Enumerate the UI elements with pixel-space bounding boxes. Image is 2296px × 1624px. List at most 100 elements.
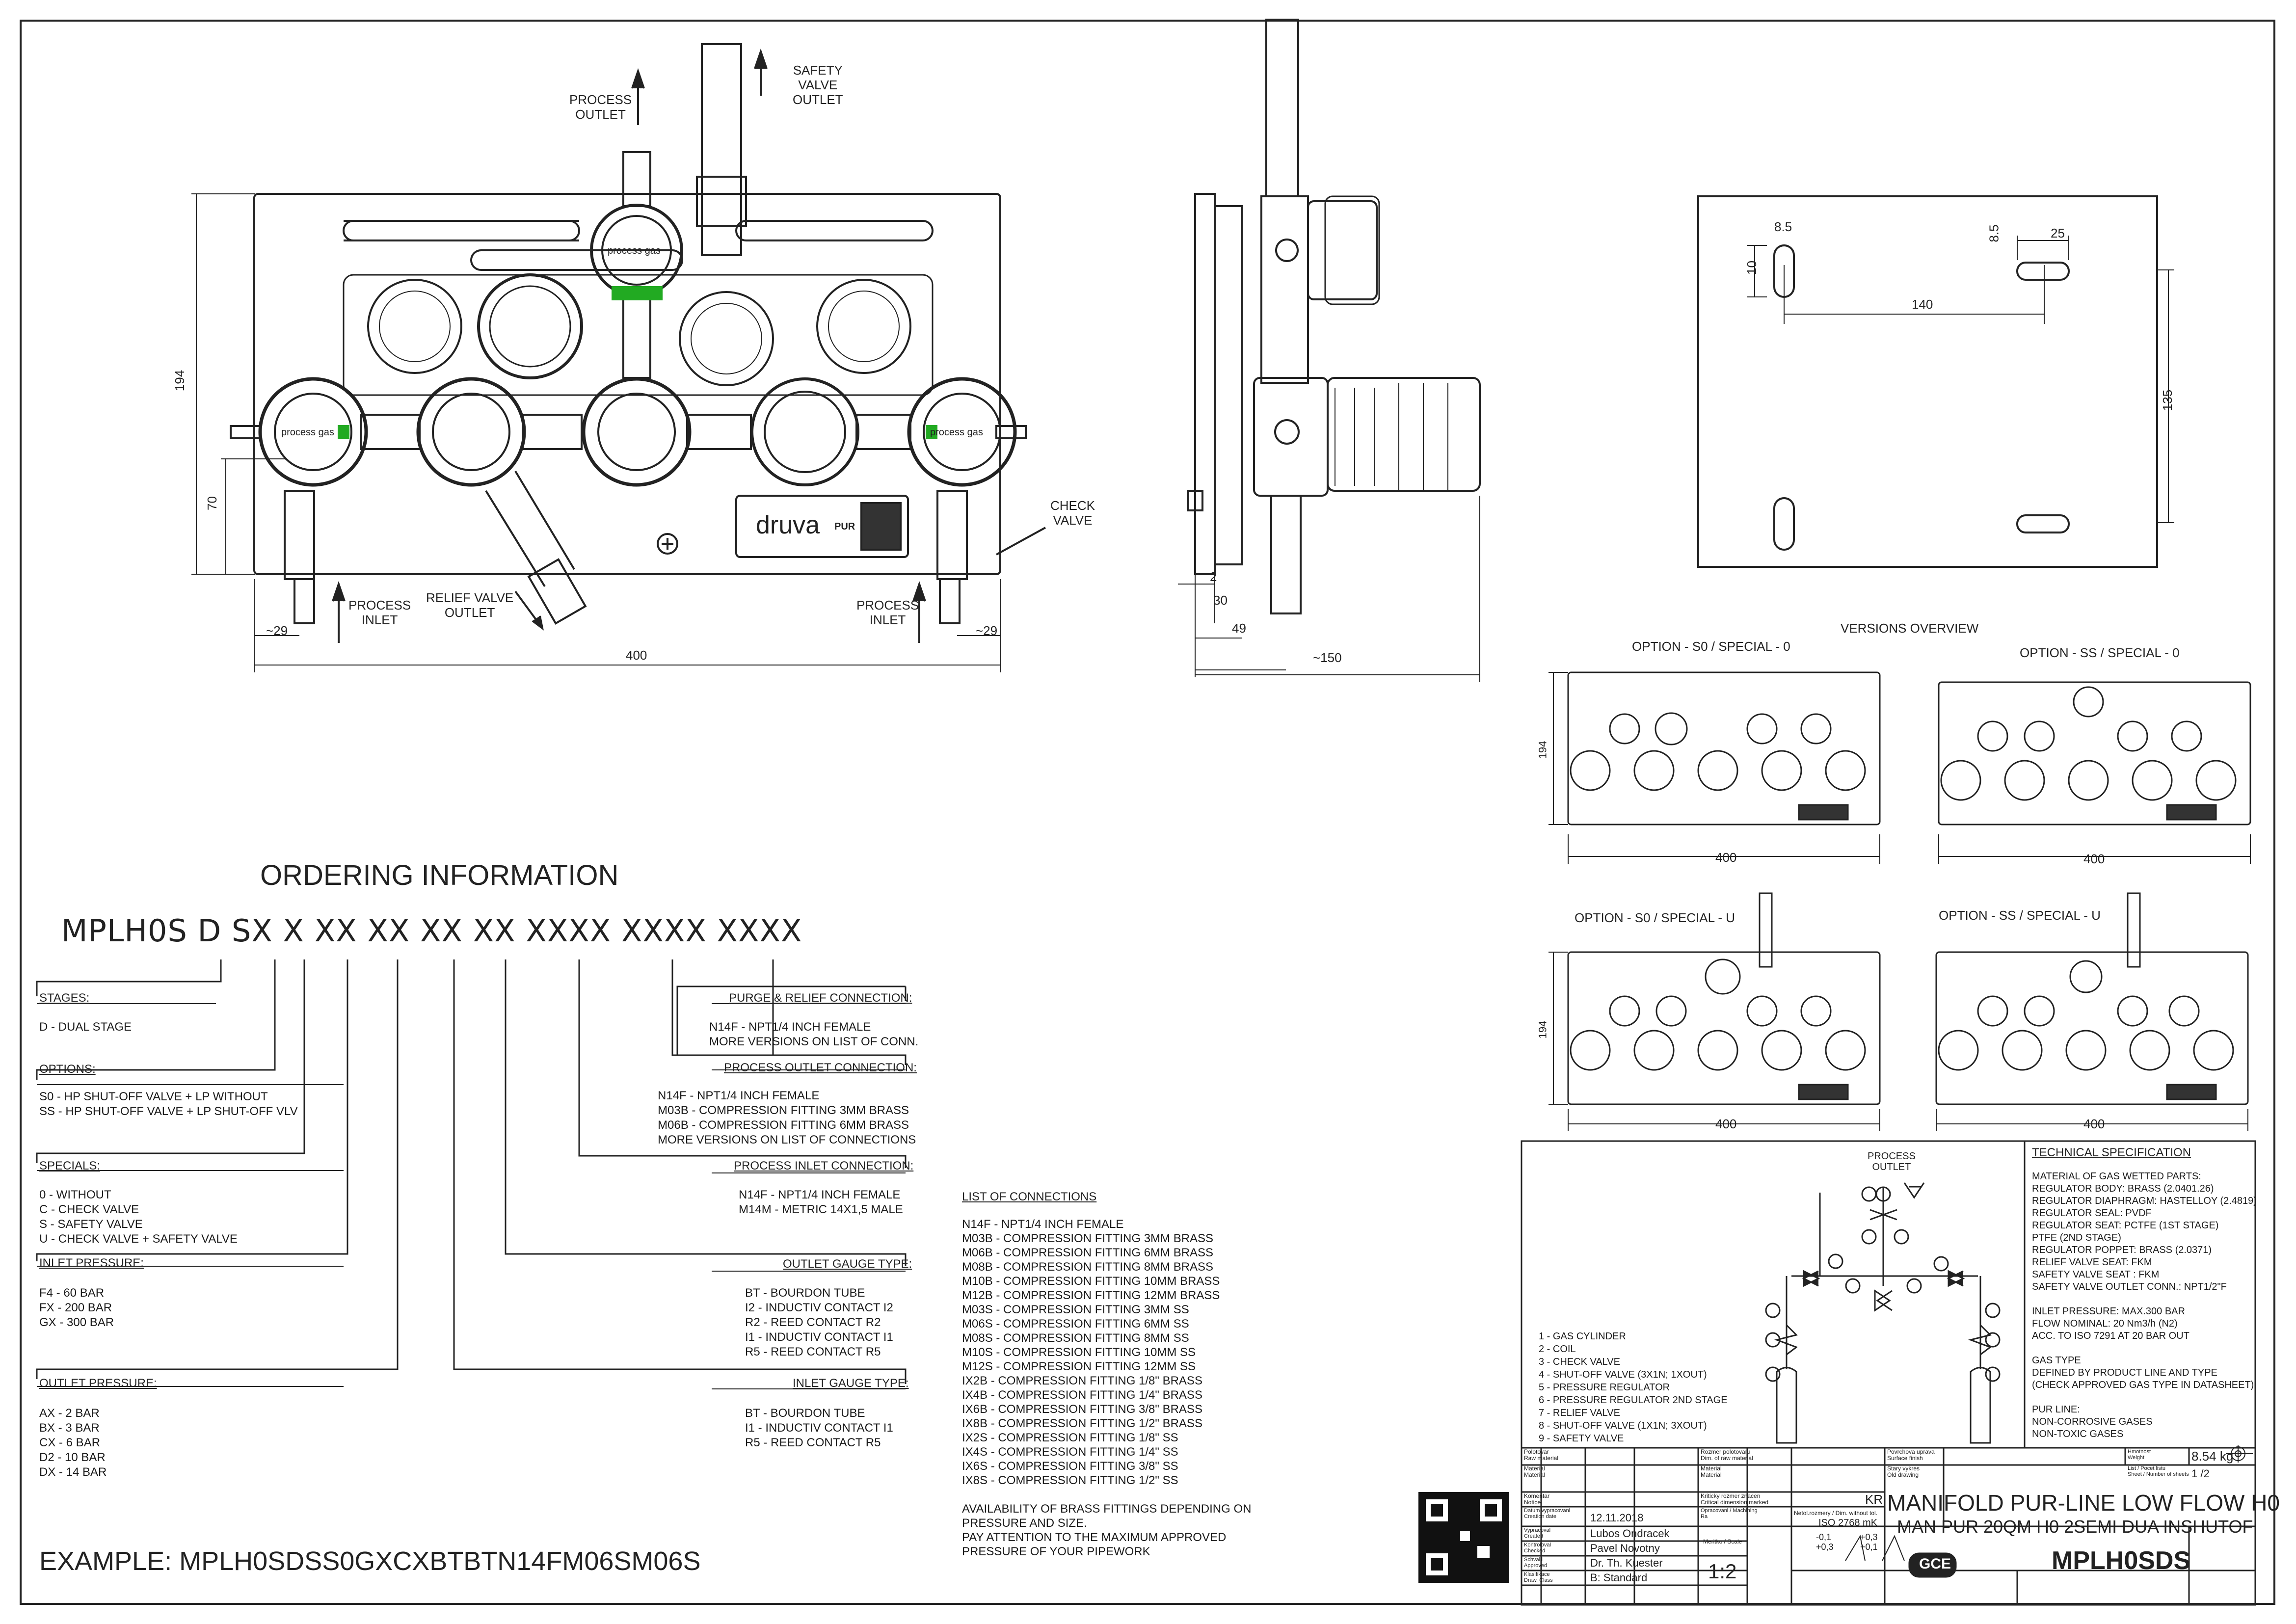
connections-heading: LIST OF CONNECTIONS: [962, 1190, 1097, 1203]
mini-components: [1570, 686, 2237, 1100]
label-process-outlet: PROCESS OUTLET: [569, 92, 632, 122]
back-dim-25: 25: [2051, 226, 2065, 240]
side-view: [1178, 19, 1481, 682]
label-process-inlet-left: PROCESS INLET: [348, 598, 411, 627]
purge-heading: PURGE & RELIEF CONNECTION:: [729, 991, 912, 1005]
options-list: S0 - HP SHUT-OFF VALVE + LP WITHOUT SS -…: [39, 1090, 298, 1118]
version-opt4: OPTION - SS / SPECIAL - U: [1939, 908, 2101, 923]
tb-weight: 8.54 kg: [2191, 1449, 2234, 1464]
poc-heading: PROCESS OUTLET CONNECTION:: [724, 1061, 917, 1074]
dim-400: 400: [626, 648, 647, 663]
back-dim-8-5-a: 8.5: [1774, 219, 1792, 234]
purge-list: N14F - NPT1/4 INCH FEMALE MORE VERSIONS …: [709, 1020, 919, 1048]
tb-drawing-number: MPLH0SDS: [2052, 1546, 2191, 1575]
tb-l2: Stary vykres Old drawing: [1887, 1465, 1920, 1478]
tb-l12: Klasifikace Draw. Class: [1524, 1571, 1553, 1583]
inlet-pressure-heading: INLET PRESSURE:: [39, 1256, 144, 1270]
brand-druva: druva: [756, 511, 820, 539]
example-code: EXAMPLE: MPLH0SDSS0GXCXBTBTN14FM06SM06S: [39, 1546, 701, 1576]
tb-l16: Hmotnost Weight: [2128, 1449, 2151, 1461]
back-dim-140: 140: [1912, 297, 1933, 312]
connections-list: N14F - NPT1/4 INCH FEMALE M03B - COMPRES…: [962, 1218, 1220, 1487]
schematic-legend: 1 - GAS CYLINDER 2 - COIL 3 - CHECK VALV…: [1539, 1331, 1728, 1444]
tb-kr: KR: [1865, 1492, 1883, 1507]
version-dim-194-b: 194: [1536, 1020, 1549, 1039]
label-process-inlet-right: PROCESS INLET: [856, 598, 919, 627]
tb-sheet: 1 /2: [2191, 1467, 2210, 1480]
tb-l9: Vypracoval Created: [1524, 1527, 1551, 1539]
tb-logo: GCE: [1919, 1556, 1951, 1572]
ordering-heading: ORDERING INFORMATION: [260, 859, 619, 891]
version-dim-400-a: 400: [1715, 850, 1737, 865]
tb-scale: 1:2: [1708, 1560, 1737, 1583]
options-heading: OPTIONS:: [39, 1063, 96, 1076]
outlet-pressure-heading: OUTLET PRESSURE:: [39, 1377, 157, 1390]
tb-drawn: Lubos Ondracek: [1590, 1527, 1670, 1540]
tech-body: MATERIAL OF GAS WETTED PARTS: REGULATOR …: [2032, 1171, 2257, 1439]
gauge-label-top: process gas: [608, 245, 661, 256]
back-view: [1697, 195, 2174, 568]
ordering-leaders: [36, 959, 907, 1389]
label-check-valve: CHECK VALVE: [1050, 498, 1095, 528]
specials-list: 0 - WITHOUT C - CHECK VALVE S - SAFETY V…: [39, 1188, 238, 1246]
tb-l14: Netol.rozmery / Dim. without tol.: [1794, 1510, 1878, 1517]
tb-l15: Meritko / Scale: [1703, 1538, 1742, 1545]
inlet-pressure-list: F4 - 60 BAR FX - 200 BAR GX - 300 BAR: [39, 1286, 114, 1329]
version-dim-194-a: 194: [1536, 741, 1549, 759]
pic-heading: PROCESS INLET CONNECTION:: [734, 1159, 914, 1172]
tb-l5b: Material Material: [1701, 1465, 1722, 1478]
versions-overview: [1548, 671, 2251, 1131]
tb-l7: Kriticky rozmer znacen Critical dimensio…: [1701, 1492, 1769, 1506]
dim-70: 70: [204, 496, 219, 510]
ordering-code: MPLH0S D SX X XX XX XX XX XXXX XXXX XXXX: [61, 913, 802, 949]
side-dim-150: ~150: [1313, 650, 1342, 665]
version-opt3: OPTION - S0 / SPECIAL - U: [1575, 910, 1735, 925]
side-dim-30: 30: [1213, 593, 1228, 608]
tb-l13: Opracovani / Machining Ra: [1701, 1508, 1758, 1519]
tb-checked: Pavel Novotny: [1590, 1542, 1660, 1554]
gauge-label-right: process gas: [930, 427, 983, 438]
tb-title1: MANIFOLD PUR-LINE LOW FLOW H0: [1887, 1490, 2280, 1516]
tb-l17: List / Pocet listu Sheet / Number of she…: [2128, 1465, 2189, 1477]
label-safety-valve-outlet: SAFETY VALVE OUTLET: [793, 63, 843, 107]
tb-tol2: +0,3 +0,1: [1860, 1532, 1878, 1552]
tb-l8: Datum vypracovani Creation date: [1524, 1508, 1571, 1519]
tb-standard: B: Standard: [1590, 1571, 1648, 1584]
outlet-pressure-list: AX - 2 BAR BX - 3 BAR CX - 6 BAR D2 - 10…: [39, 1407, 107, 1479]
version-dim-400-c: 400: [1715, 1117, 1737, 1131]
schematic-process-outlet: PROCESS OUTLET: [1868, 1151, 1916, 1172]
side-dim-49: 49: [1232, 621, 1246, 636]
tb-l11: Schvalil Approved: [1524, 1557, 1548, 1569]
tb-title2: MAN PUR 20QM H0 2SEMI DUA INSHUTOF: [1897, 1517, 2253, 1537]
back-dim-8-5-b: 8.5: [1986, 224, 2002, 242]
igt-heading: INLET GAUGE TYPE:: [793, 1377, 909, 1390]
gauge-label-left: process gas: [281, 427, 334, 438]
ogt-list: BT - BOURDON TUBE I2 - INDUCTIV CONTACT …: [745, 1286, 893, 1358]
tb-approved: Dr. Th. Kuester: [1590, 1557, 1663, 1569]
stages-list: D - DUAL STAGE: [39, 1020, 132, 1034]
connections-note: AVAILABILITY OF BRASS FITTINGS DEPENDING…: [962, 1502, 1252, 1558]
tb-iso: ISO 2768 mK: [1818, 1518, 1878, 1528]
version-dim-400-b: 400: [2083, 852, 2105, 866]
tb-l3: Polotovar Raw material: [1524, 1448, 1559, 1462]
side-dim-2: 2: [1210, 569, 1217, 584]
pic-list: N14F - NPT1/4 INCH FEMALE M14M - METRIC …: [739, 1188, 903, 1216]
stages-heading: STAGES:: [39, 991, 90, 1005]
dim-29-right: ~29: [976, 623, 998, 638]
tb-l4: Rozmer polotovaru Dim. of raw material: [1701, 1448, 1753, 1462]
dim-194: 194: [172, 370, 187, 392]
dim-29-left: ~29: [266, 623, 288, 638]
specials-heading: SPECIALS:: [39, 1159, 101, 1172]
tb-l10: Kontroloval Checked: [1524, 1542, 1551, 1554]
top-view: [191, 43, 1046, 672]
versions-title: VERSIONS OVERVIEW: [1841, 621, 1979, 636]
drawing-sheet: [20, 20, 2275, 1605]
tb-date: 12.11.2018: [1590, 1512, 1644, 1524]
tb-l1: Povrchova uprava Surface finish: [1887, 1448, 1935, 1462]
back-dim-135: 135: [2160, 389, 2175, 411]
poc-list: N14F - NPT1/4 INCH FEMALE M03B - COMPRES…: [658, 1089, 916, 1146]
tb-l6: Komentar Notice: [1524, 1492, 1550, 1506]
title-block-frame: [1418, 1140, 2256, 1606]
label-relief-valve-outlet: RELIEF VALVE OUTLET: [426, 590, 514, 620]
back-dim-10: 10: [1744, 261, 1759, 275]
